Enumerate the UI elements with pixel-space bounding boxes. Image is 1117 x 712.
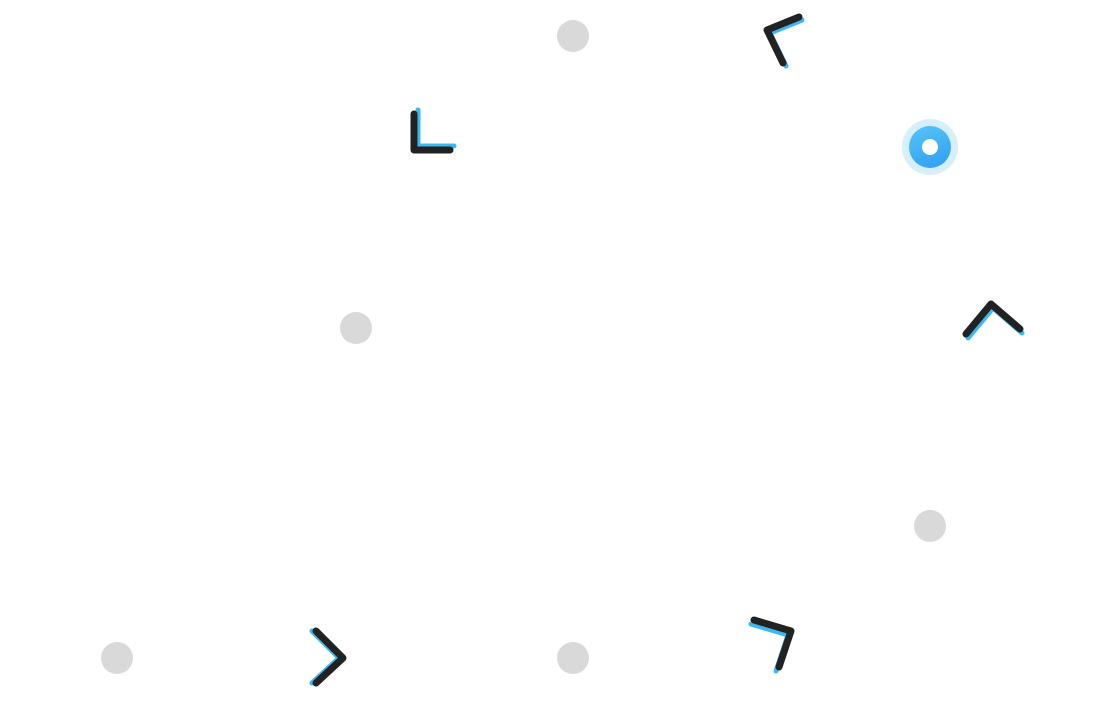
node-bottom-left[interactable] [101,642,133,674]
active-node-dot [922,139,938,155]
chevron-bottom-left[interactable] [293,623,363,693]
chevron-upper-left[interactable] [397,97,467,167]
node-active-target[interactable] [902,119,958,175]
chevron-up-icon [962,300,1025,341]
chevron-top-right[interactable] [751,9,821,79]
node-right-lower[interactable] [914,510,946,542]
node-top-center[interactable] [557,20,589,52]
chevron-icon [748,616,795,674]
chevron-right-icon [309,627,347,687]
chevron-icon [410,107,457,154]
chevron-bottom-right[interactable] [739,607,809,677]
chevron-right-up[interactable] [958,287,1028,357]
node-bottom-center[interactable] [557,642,589,674]
active-node-core [909,126,951,168]
node-mid-left[interactable] [340,312,372,344]
chevron-icon [763,13,805,69]
